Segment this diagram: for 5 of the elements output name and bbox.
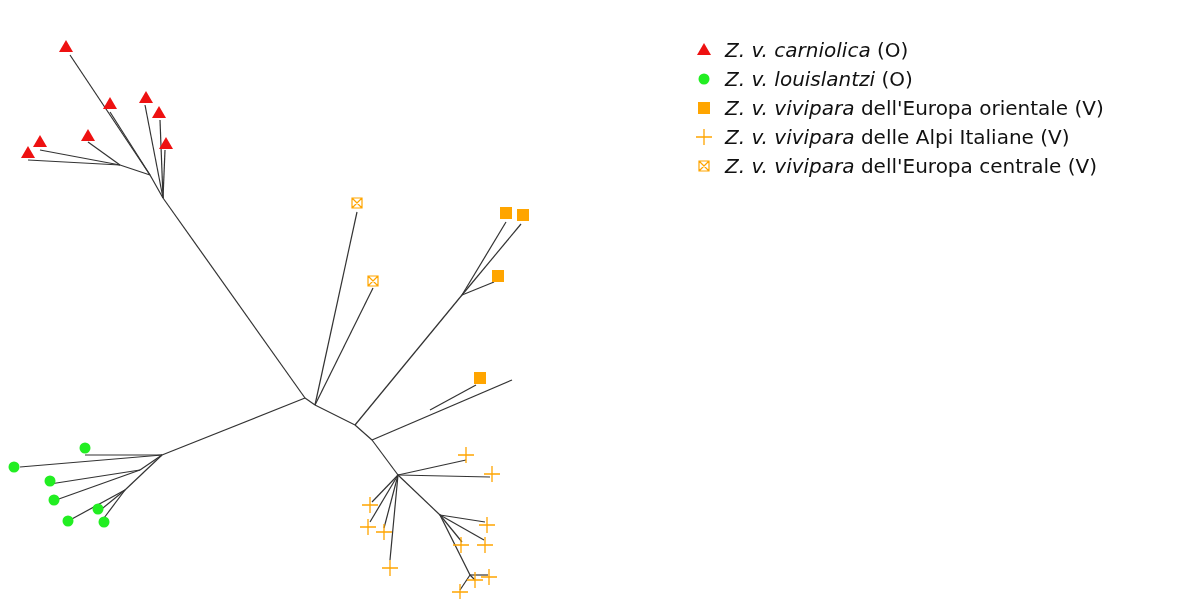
legend-text: Z. v. vivipara delle Alpi Italiane (V)	[725, 125, 1070, 149]
legend-text: Z. v. carniolica (O)	[725, 38, 909, 62]
legend-text: Z. v. louislantzi (O)	[725, 67, 913, 91]
legend-text: Z. v. vivipara dell'Europa orientale (V)	[725, 96, 1104, 120]
legend-text: Z. v. vivipara dell'Europa centrale (V)	[725, 154, 1097, 178]
